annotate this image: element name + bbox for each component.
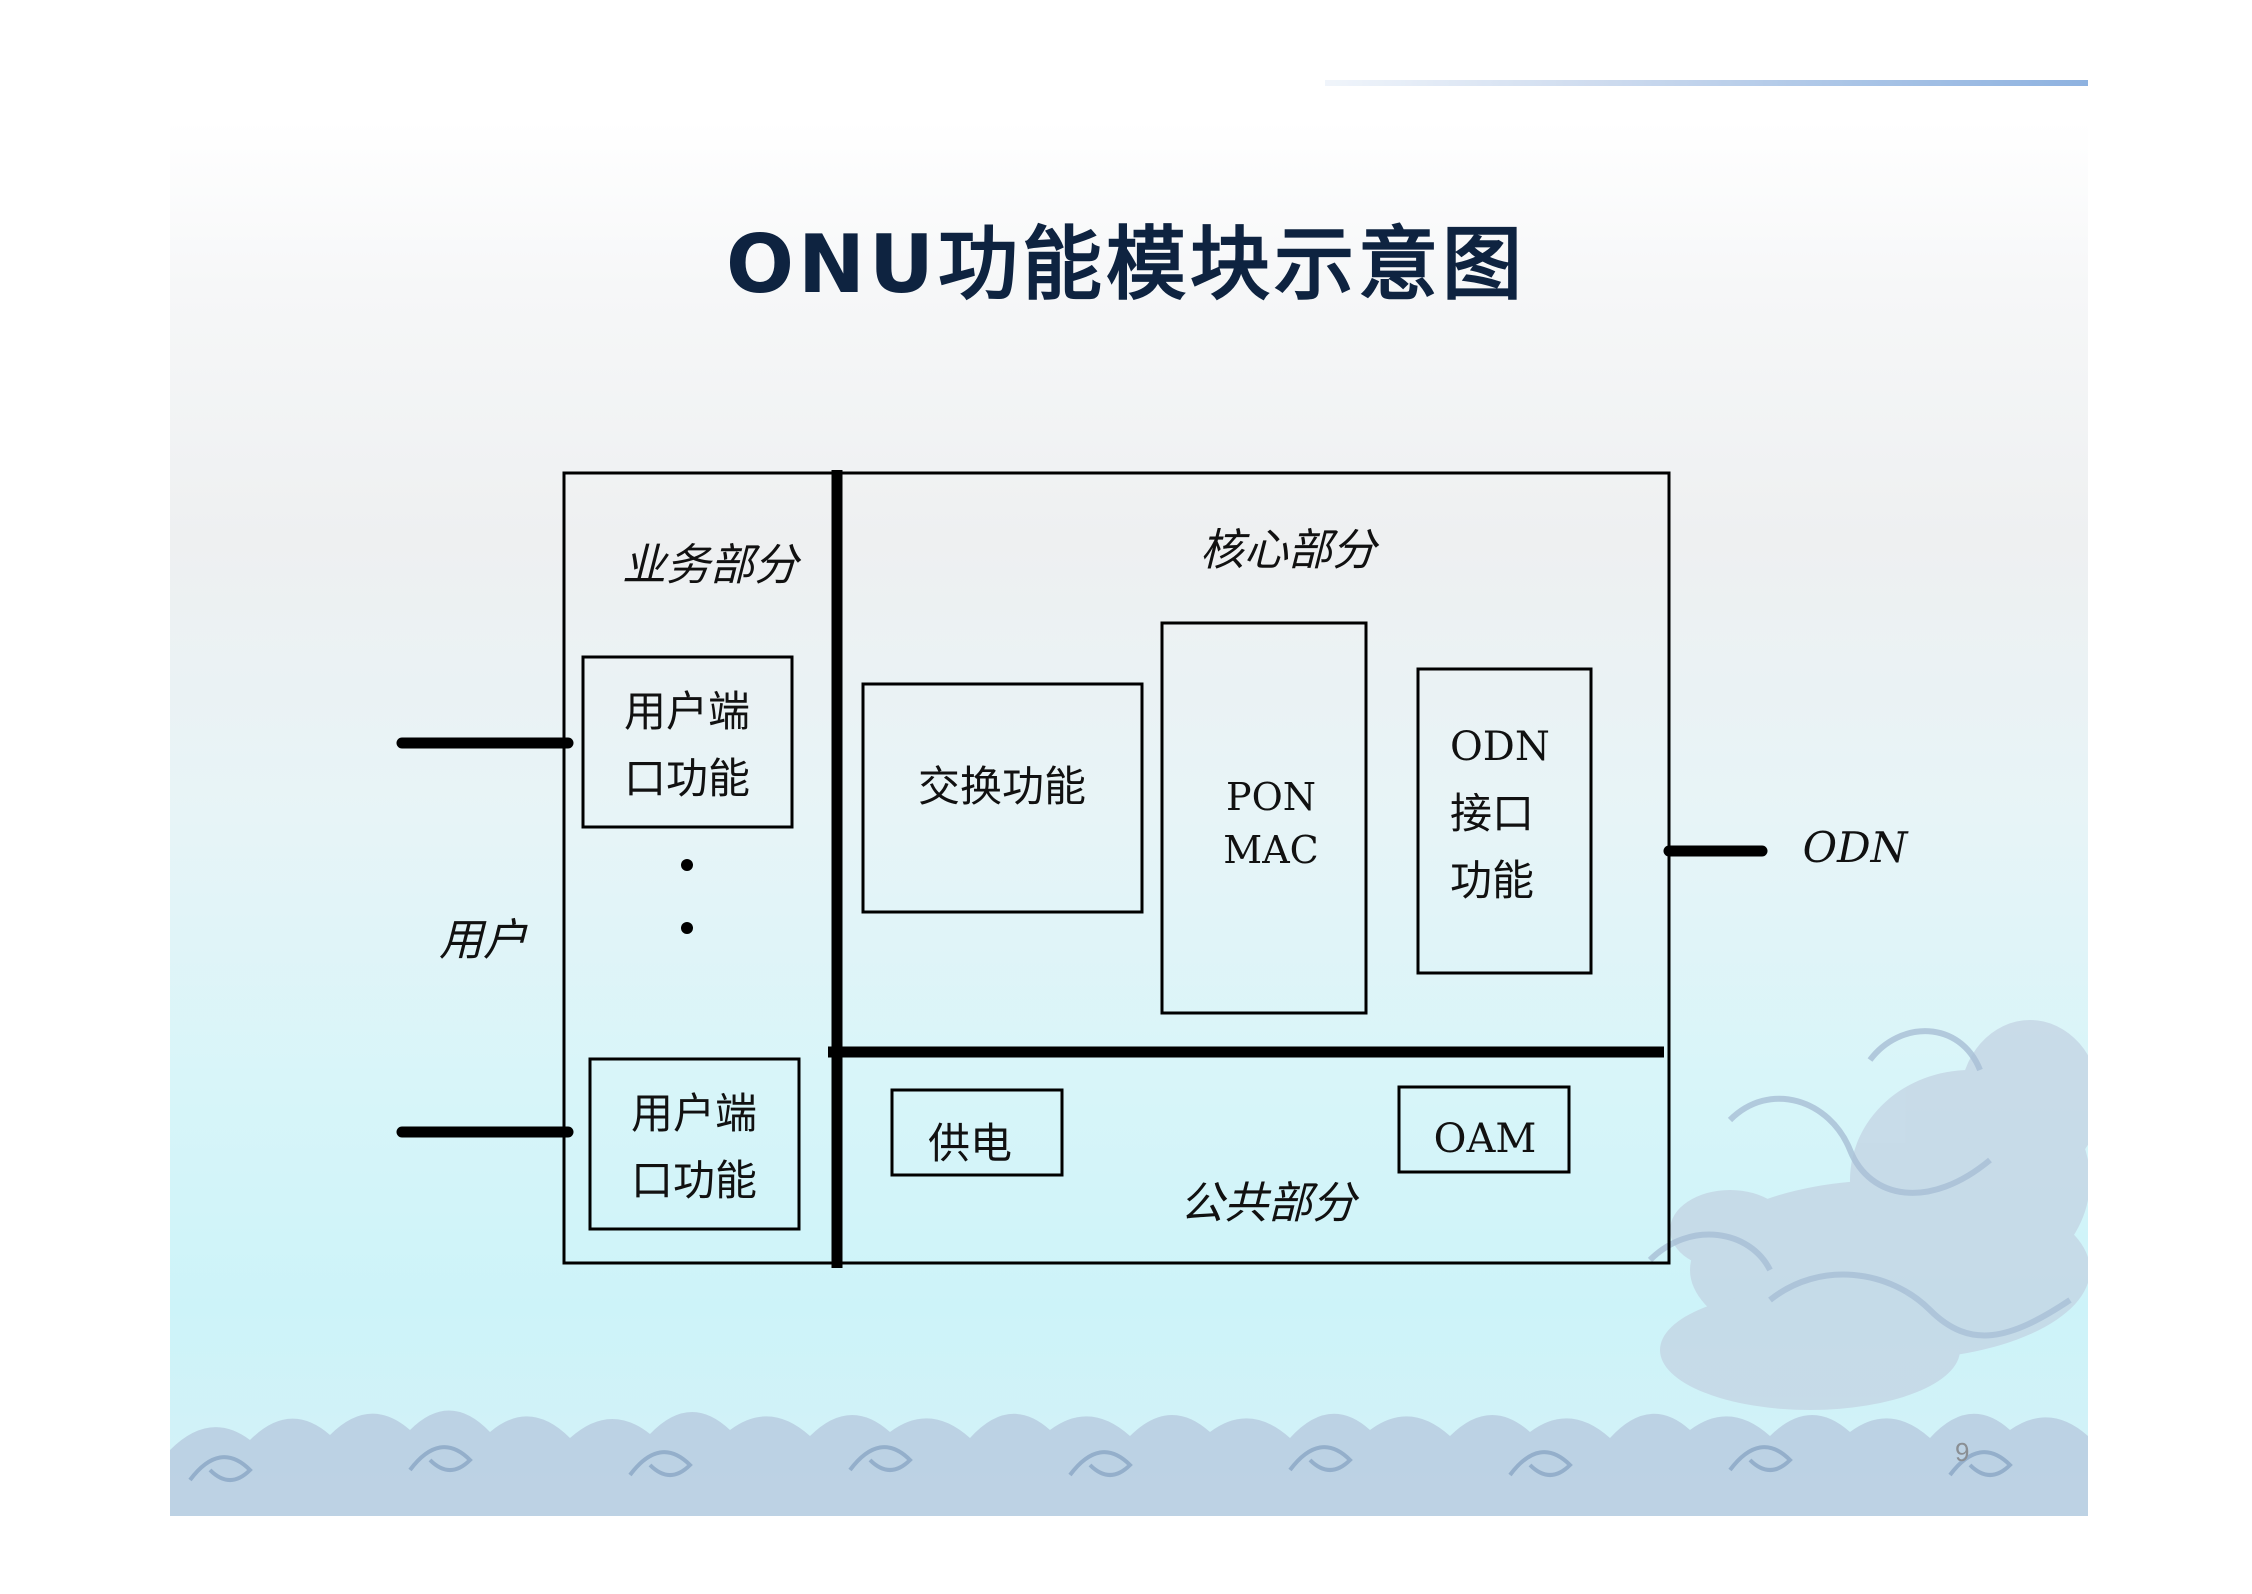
mac-label: MAC	[1223, 828, 1318, 872]
ellipsis-dot-2	[681, 922, 693, 934]
switch-box	[861, 682, 1144, 914]
business-section-label: 业务部分	[622, 540, 802, 591]
ellipsis-dot-1	[681, 859, 693, 871]
user-port-box-2	[588, 1057, 801, 1231]
user-port-1-line-2: 口功能	[624, 754, 750, 803]
page-number: 9	[1955, 1437, 1970, 1467]
pon-mac-box	[1160, 621, 1368, 1015]
core-section-label: 核心部分	[1200, 525, 1380, 576]
power-label: 供电	[928, 1119, 1012, 1168]
odn-label: ODN	[1803, 823, 1909, 872]
odn-interface-line-2: 接口	[1450, 789, 1534, 838]
odn-interface-box	[1416, 667, 1593, 975]
wave-decoration	[170, 1020, 2088, 1516]
slide-background	[170, 120, 2088, 1516]
odn-interface-line-3: 功能	[1450, 856, 1534, 905]
onu-outer-box	[562, 471, 1671, 1265]
oam-label: OAM	[1434, 1116, 1537, 1162]
user-port-1-line-1: 用户端	[624, 687, 750, 736]
odn-interface-line-1: ODN	[1450, 724, 1550, 770]
top-rule	[1325, 80, 2088, 86]
user-port-2-line-1: 用户端	[631, 1089, 757, 1138]
user-port-2-line-2: 口功能	[631, 1156, 757, 1205]
slide-title: ONU功能模块示意图	[726, 218, 1526, 311]
pon-label: PON	[1226, 775, 1316, 819]
switch-label: 交换功能	[918, 762, 1086, 811]
common-section-label: 公共部分	[1180, 1178, 1360, 1229]
oam-box	[1397, 1085, 1571, 1174]
user-port-box-1	[581, 655, 794, 829]
user-label: 用户	[439, 915, 528, 966]
power-box	[890, 1088, 1064, 1177]
